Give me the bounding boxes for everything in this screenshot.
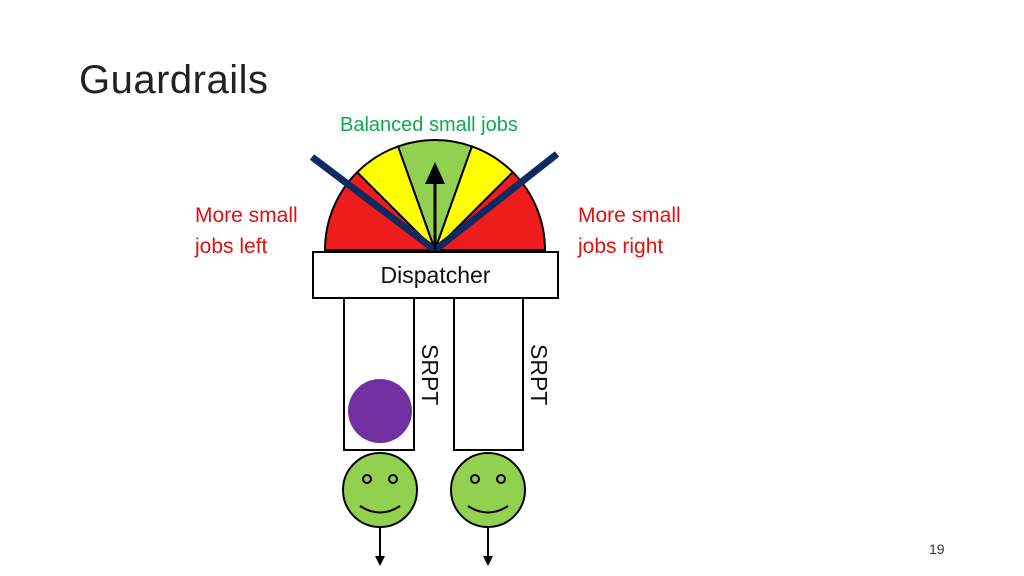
arrow-down-icon — [483, 528, 493, 566]
queue-2-policy-label: SRPT — [526, 344, 552, 406]
job-circle — [348, 379, 412, 443]
balanced-small-jobs-label: Balanced small jobs — [340, 114, 518, 136]
arrow-down-icon — [375, 528, 385, 566]
left-label-line-1: More small — [195, 204, 298, 227]
queue-2-outline — [453, 297, 524, 451]
smiley-face-icon — [450, 452, 526, 528]
server-2 — [450, 452, 526, 566]
left-label-line-2: jobs left — [195, 235, 268, 258]
queue-1 — [343, 297, 415, 451]
arrow-up-icon — [425, 162, 445, 250]
right-label-line-1: More small — [578, 204, 681, 227]
slide-title: Guardrails — [79, 58, 269, 102]
smiley-face-icon — [342, 452, 418, 528]
guardrail-right — [432, 151, 560, 253]
server-1 — [342, 452, 418, 566]
queue-1-policy-label: SRPT — [417, 344, 443, 406]
right-label-line-2: jobs right — [578, 235, 664, 258]
queue-1-outline — [343, 297, 415, 451]
more-small-jobs-right-label: More small jobs right — [578, 200, 681, 262]
guardrail-left — [309, 154, 438, 253]
dispatcher-box: Dispatcher — [312, 251, 559, 299]
more-small-jobs-left-label: More small jobs left — [195, 200, 298, 262]
page-number: 19 — [929, 541, 945, 557]
queue-2 — [453, 297, 524, 451]
balance-gauge — [309, 139, 560, 253]
